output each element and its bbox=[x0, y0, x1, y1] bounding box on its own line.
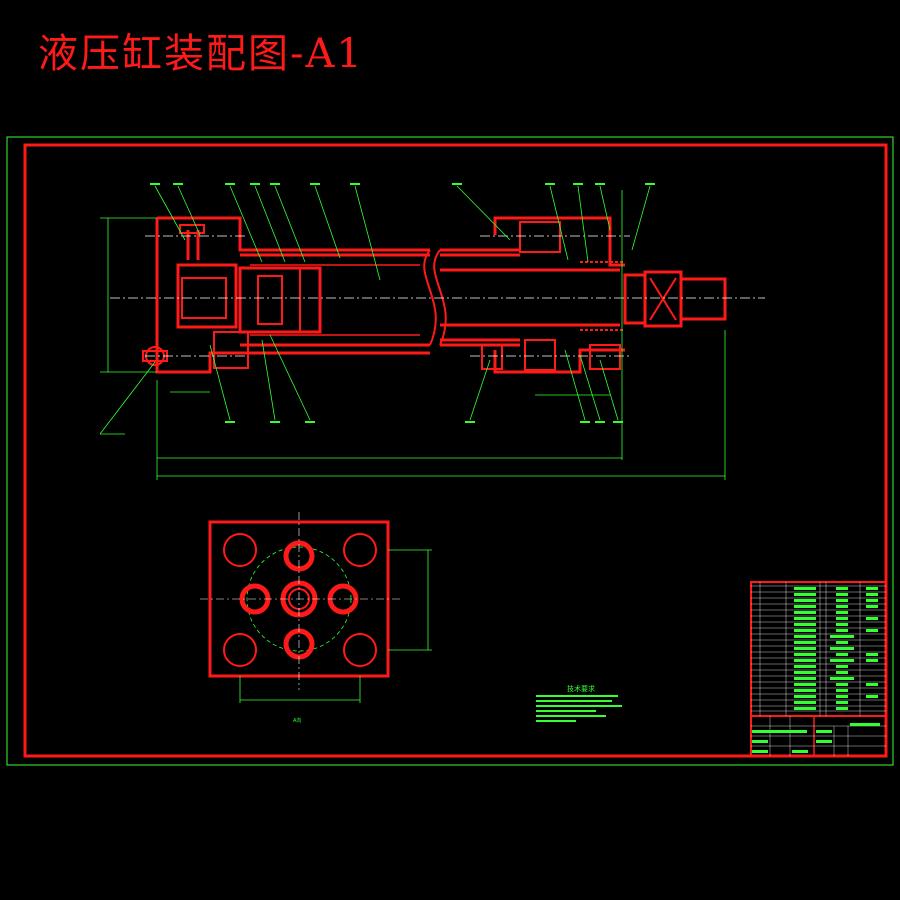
tech-requirements-lines bbox=[536, 695, 622, 722]
callout-ticks bbox=[150, 183, 655, 423]
title-block bbox=[750, 581, 887, 757]
dimension-lines bbox=[99, 185, 726, 480]
tech-requirements-heading: 技术要求 bbox=[567, 685, 595, 693]
outer-frame bbox=[6, 136, 894, 766]
centerlines bbox=[110, 235, 765, 357]
inner-frame bbox=[23, 143, 888, 758]
cylinder-section-view bbox=[142, 216, 727, 374]
drawing-title: 液压缸装配图-A1 bbox=[38, 31, 364, 77]
parts-list-grid bbox=[751, 582, 886, 756]
parts-list-cells bbox=[752, 587, 880, 753]
technical-requirements: 技术要求 bbox=[536, 686, 626, 726]
flange-view: A向 bbox=[200, 512, 432, 724]
view-label: A向 bbox=[293, 717, 301, 724]
